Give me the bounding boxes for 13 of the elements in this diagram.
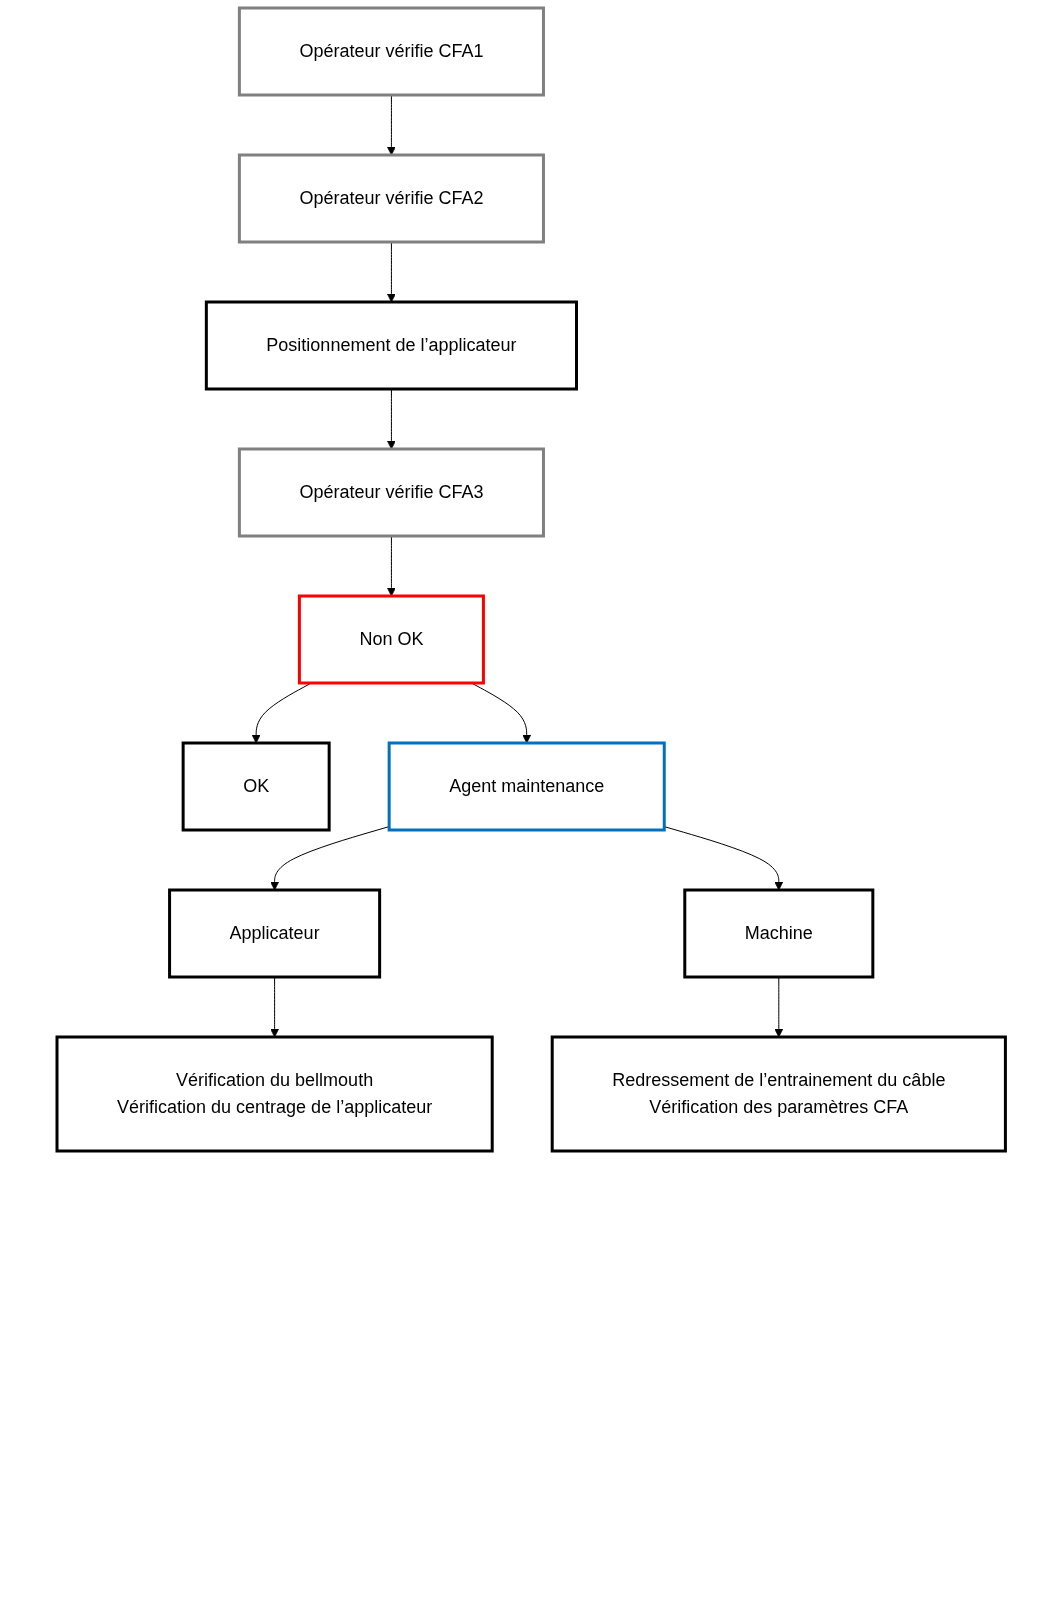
node-box: Redressement de l’entrainement du câble Vérification des paramètres CFA	[550, 1035, 1007, 1153]
arrow	[663, 826, 783, 891]
node-box: OK	[181, 741, 331, 832]
node-box: Non OK	[297, 594, 485, 685]
node-box: Vérification du bellmouth Vérification du centrage de l’applicateur	[55, 1035, 494, 1153]
node-box: Positionnement de l’applicateur	[204, 300, 578, 391]
node-box: Applicateur	[167, 888, 381, 979]
node-box: Opérateur vérifie CFA2	[237, 153, 545, 244]
node-box: Machine	[683, 888, 875, 979]
arrow	[270, 826, 390, 891]
node-box: Opérateur vérifie CFA3	[237, 447, 545, 538]
node-box: Agent maintenance	[387, 741, 666, 832]
node-box: Opérateur vérifie CFA1	[237, 6, 545, 97]
